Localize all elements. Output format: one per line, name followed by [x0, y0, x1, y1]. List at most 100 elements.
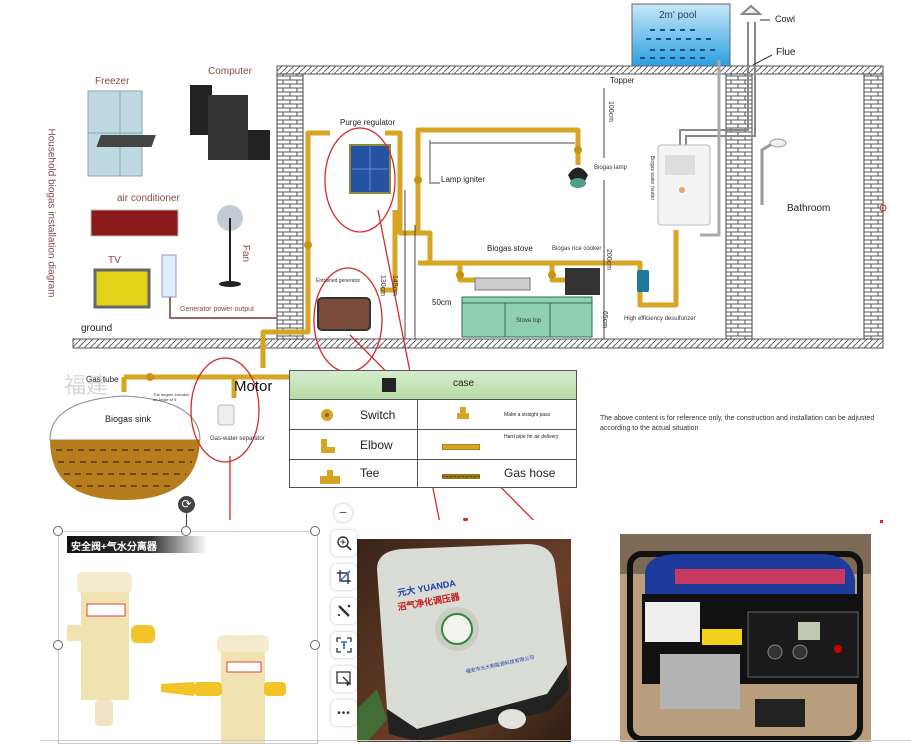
resize-handle-right[interactable] — [310, 640, 320, 650]
water-heater — [657, 144, 711, 226]
label-air-conditioner: air conditioner — [117, 193, 180, 204]
tee-icon — [320, 470, 340, 484]
rotate-handle-stem — [186, 512, 187, 526]
label-desulfurizer: High efficiency desulfurizer — [624, 316, 696, 322]
label-biogas-rice-cooker: Biogas rice cooker — [552, 246, 602, 252]
label-degree-note: The degree includes an Angle of 5 — [153, 392, 190, 402]
separator-small — [217, 404, 235, 426]
crop-button[interactable] — [331, 564, 357, 590]
ground-line — [72, 338, 884, 349]
legend-header-label: case — [453, 378, 475, 389]
image-toolbar: ••• — [331, 530, 359, 734]
magic-wand-button[interactable] — [331, 598, 357, 624]
resize-handle-top-left[interactable] — [53, 526, 63, 536]
label-biogas-lamp: Biogas lamp — [594, 165, 628, 171]
separator-caption: 安全阀+气水分离器 — [71, 542, 157, 553]
resize-handle-left[interactable] — [53, 640, 63, 650]
label-generator-power-output: Generator power output — [180, 306, 254, 313]
text-recognition-icon — [336, 637, 352, 653]
label-water-heater: Biogas water heater — [649, 155, 656, 201]
legend-row: Elbow Hard pipe for air delivery — [290, 430, 576, 460]
smart-select-button[interactable] — [331, 666, 357, 692]
dim-65cm: 65cm — [601, 310, 609, 329]
gas-hose-icon — [442, 474, 480, 479]
hard-pipe-icon — [442, 444, 480, 450]
collapse-toolbar-button[interactable]: − — [334, 504, 352, 522]
resize-handle-top[interactable] — [181, 526, 191, 536]
legend-gas-hose: Gas hose — [504, 466, 556, 480]
fan-image — [217, 205, 243, 287]
pool — [631, 3, 731, 67]
elbow-icon — [321, 439, 335, 453]
more-button[interactable]: ••• — [331, 700, 357, 726]
label-computer: Computer — [208, 66, 252, 77]
tv-image — [93, 268, 151, 309]
stove — [474, 277, 531, 291]
label-fan: Fan — [240, 244, 252, 263]
separator-product-image — [67, 572, 286, 743]
legend-tee: Tee — [360, 466, 380, 480]
resize-handle-top-right[interactable] — [310, 526, 320, 536]
magic-wand-icon — [337, 604, 351, 617]
straight-pass-icon — [457, 407, 469, 419]
more-icon: ••• — [337, 707, 351, 719]
legend-switch: Switch — [360, 408, 396, 422]
watermark: 福建 — [64, 373, 109, 398]
red-mark — [880, 520, 883, 523]
remote-image — [161, 254, 177, 298]
label-purge-regulator: Purge regulator — [340, 118, 396, 127]
crop-icon — [337, 570, 351, 584]
rotate-icon: ⟳ — [181, 497, 192, 511]
roof — [276, 65, 884, 75]
red-mark — [463, 518, 468, 521]
purge-regulator-device — [349, 144, 391, 194]
legend-header: case — [290, 371, 576, 400]
right-wall — [863, 73, 884, 340]
air-conditioner-image — [90, 209, 179, 237]
label-freezer: Freezer — [95, 76, 130, 87]
pipe-joints — [146, 146, 582, 381]
separator-photo[interactable]: 安全阀+气水分离器 — [58, 531, 318, 744]
smart-select-icon — [336, 671, 352, 687]
dim-145cm: 145cm — [391, 274, 399, 297]
generator-photo[interactable] — [620, 534, 871, 742]
zoom-in-button[interactable] — [331, 530, 357, 556]
label-ground: ground — [81, 323, 113, 334]
disclaimer-note: The above content is for reference only,… — [600, 415, 875, 432]
label-biogas-stove: Biogas stove — [487, 244, 533, 253]
legend-row: Switch Make a straight pass — [290, 400, 576, 430]
counter — [461, 296, 593, 338]
label-cowl: Cowl — [775, 14, 796, 24]
legend-hard-pipe: Hard pipe for air delivery — [504, 434, 559, 440]
regulator-photo[interactable]: 元大 YUANDA 沼气净化调压器 福安市元大新能源科技有限公司 — [357, 539, 571, 742]
dim-50cm: 50cm — [432, 298, 452, 307]
generator-product-image — [620, 534, 871, 742]
biogas-sink — [49, 395, 201, 500]
left-wall — [276, 73, 304, 340]
zoom-in-icon — [337, 536, 352, 551]
text-recognition-button[interactable] — [331, 632, 357, 658]
desulfurizer — [637, 270, 649, 292]
label-lamp-igniter: Lamp igniter — [441, 175, 486, 184]
minus-icon: − — [338, 504, 348, 520]
switch-icon — [321, 409, 333, 421]
legend-elbow: Elbow — [360, 438, 393, 452]
rotate-handle[interactable]: ⟳ — [178, 496, 195, 513]
legend-table: case Switch Make a straight pass Elbow H… — [289, 370, 577, 488]
dim-200cm: 200cm — [605, 248, 613, 271]
label-gas-water-separator: Gas-water separator — [210, 436, 265, 442]
label-gas-tube: Gas tube — [86, 375, 119, 384]
label-bathroom: Bathroom — [787, 203, 831, 214]
rice-cooker — [565, 268, 600, 295]
regulator-product-image — [357, 544, 569, 742]
label-pool: 2m' pool — [659, 10, 697, 21]
computer-image — [96, 85, 270, 160]
separator-caption-bar — [67, 536, 207, 553]
dim-130cm: 130cm — [379, 274, 387, 297]
freezer-image — [87, 90, 143, 177]
side-title: Household biogas installation diagram — [45, 128, 57, 298]
label-flue: Flue — [776, 47, 796, 58]
legend-row: Tee Gas hose — [290, 460, 576, 489]
label-tv: TV — [108, 255, 121, 266]
label-entrained-generator: Entrained generator — [316, 278, 361, 284]
